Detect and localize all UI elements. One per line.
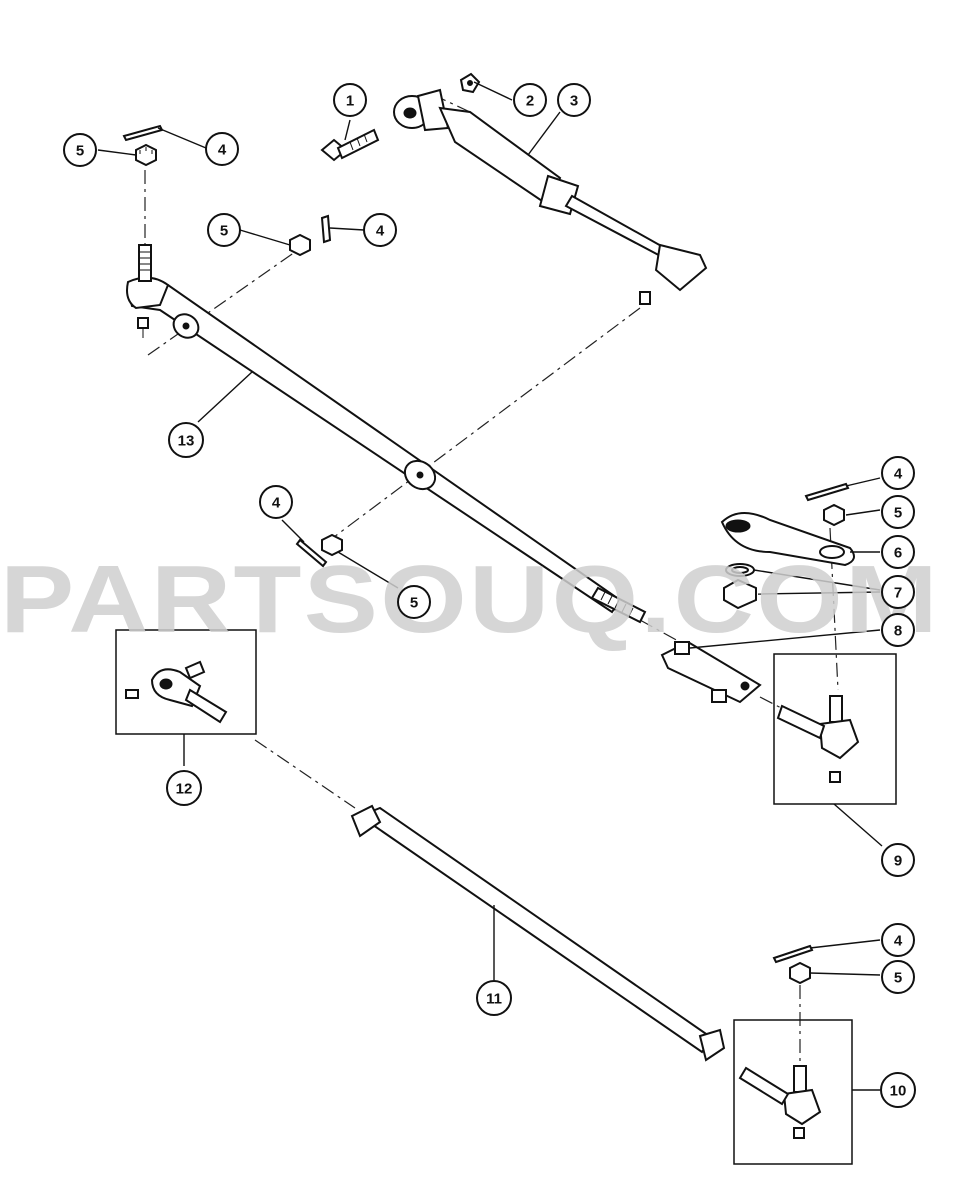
lock-washer [725,563,755,577]
callout-5-top-left: 5 [63,133,97,167]
svg-text:3: 3 [570,93,578,110]
center-link [126,244,647,624]
svg-text:6: 6 [894,545,902,562]
svg-text:12: 12 [176,781,193,798]
callout-6: 6 [881,535,915,569]
callout-4-lower: 4 [881,923,915,957]
svg-text:7: 7 [894,585,902,602]
svg-text:4: 4 [894,466,903,483]
tie-rod-end-right [773,653,897,805]
callout-9: 9 [881,843,915,877]
tie-rod-tube [350,804,726,1062]
steering-damper [393,88,708,305]
callout-4-mid: 4 [363,213,397,247]
castle-nut-right-upper [823,503,845,527]
svg-text:4: 4 [272,495,281,512]
callout-5-lower: 5 [881,960,915,994]
callout-13: 13 [168,422,204,458]
bolt [320,128,380,162]
adjusting-sleeve [660,640,762,704]
svg-text:5: 5 [894,505,902,522]
leader-lines [97,81,883,1091]
svg-text:5: 5 [894,970,902,987]
cotter-pin-top-left [122,124,164,142]
callout-4-center: 4 [259,485,293,519]
tie-rod-end-lower [733,1019,853,1165]
svg-text:5: 5 [220,223,228,240]
castle-nut-lower [789,961,811,985]
castle-nut-center [321,533,343,557]
svg-text:1: 1 [346,93,354,110]
callout-5-center: 5 [397,585,431,619]
callout-3: 3 [557,83,591,117]
cotter-pin-mid [320,214,332,244]
svg-text:5: 5 [76,143,84,160]
tie-rod-end-left [115,629,257,735]
assembly-axes [144,97,839,1065]
callout-8: 8 [881,613,915,647]
callout-12: 12 [166,770,202,806]
nut-2 [459,72,481,94]
castle-nut-top-left [135,143,157,167]
svg-text:11: 11 [486,991,502,1008]
svg-text:4: 4 [376,223,385,240]
cotter-pin-lower [772,944,814,964]
callout-4-right-upper: 4 [881,456,915,490]
svg-text:4: 4 [894,933,903,950]
svg-text:8: 8 [894,623,902,640]
callout-5-mid: 5 [207,213,241,247]
svg-text:5: 5 [410,595,418,612]
svg-text:4: 4 [218,142,227,159]
callout-5-right-upper: 5 [881,495,915,529]
svg-text:13: 13 [178,433,195,450]
pitman-nut [723,578,757,610]
callout-10: 10 [880,1072,916,1108]
svg-text:10: 10 [890,1083,907,1100]
callout-2: 2 [513,83,547,117]
cotter-pin-center [295,538,328,568]
cotter-pin-right-upper [804,482,850,502]
watermark-text: PARTSOUQ.COM [0,546,940,653]
svg-text:9: 9 [894,853,902,870]
callout-11: 11 [476,980,512,1016]
svg-text:2: 2 [526,93,534,110]
callout-1: 1 [333,83,367,117]
callout-7: 7 [881,575,915,609]
pitman-arm [720,512,855,567]
callout-4-top-left: 4 [205,132,239,166]
castle-nut-mid [289,233,311,257]
